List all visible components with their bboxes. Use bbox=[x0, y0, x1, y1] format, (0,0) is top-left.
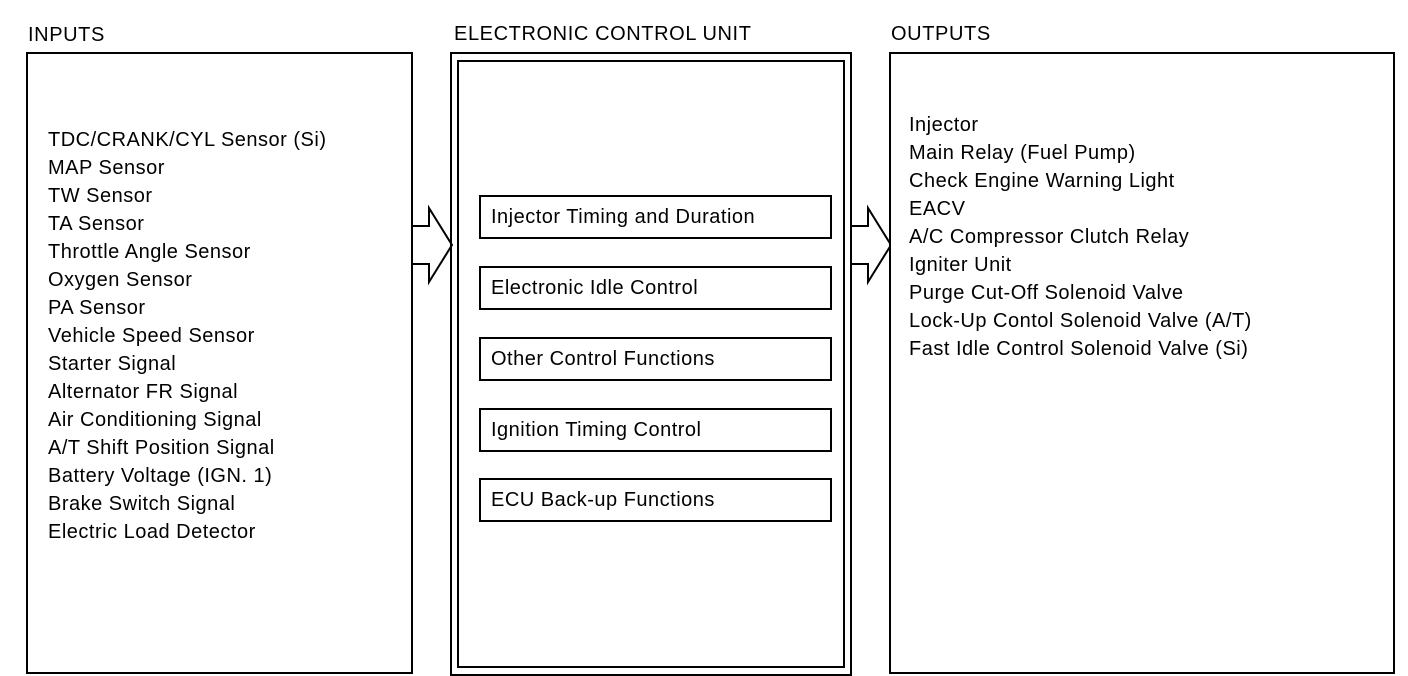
ecu-to-outputs-arrow-icon bbox=[850, 204, 893, 286]
output-item: Check Engine Warning Light bbox=[909, 170, 1175, 192]
input-item: TW Sensor bbox=[48, 185, 153, 207]
input-item: Electric Load Detector bbox=[48, 521, 256, 543]
input-item: MAP Sensor bbox=[48, 157, 165, 179]
outputs-heading: OUTPUTS bbox=[891, 23, 991, 45]
output-item: EACV bbox=[909, 198, 966, 220]
input-item: Battery Voltage (IGN. 1) bbox=[48, 465, 273, 487]
inputs-to-ecu-arrow-icon bbox=[411, 204, 454, 286]
ecu-function-box: ECU Back-up Functions bbox=[479, 478, 832, 522]
outputs-panel: Injector Main Relay (Fuel Pump) Check En… bbox=[889, 52, 1395, 674]
input-item: TA Sensor bbox=[48, 213, 145, 235]
output-item: Lock-Up Contol Solenoid Valve (A/T) bbox=[909, 310, 1252, 332]
input-item: Alternator FR Signal bbox=[48, 381, 239, 403]
input-item: TDC/CRANK/CYL Sensor (Si) bbox=[48, 129, 327, 151]
ecu-function-box: Other Control Functions bbox=[479, 337, 832, 381]
outputs-list: Injector Main Relay (Fuel Pump) Check En… bbox=[909, 111, 1252, 363]
ecu-heading: ELECTRONIC CONTROL UNIT bbox=[454, 23, 752, 45]
ecu-function-box: Ignition Timing Control bbox=[479, 408, 832, 452]
inputs-panel: TDC/CRANK/CYL Sensor (Si) MAP Sensor TW … bbox=[26, 52, 413, 674]
ecu-inner-frame: Injector Timing and Duration Electronic … bbox=[457, 60, 845, 668]
output-item: Fast Idle Control Solenoid Valve (Si) bbox=[909, 338, 1249, 360]
input-item: Air Conditioning Signal bbox=[48, 409, 262, 431]
inputs-list: TDC/CRANK/CYL Sensor (Si) MAP Sensor TW … bbox=[48, 126, 326, 546]
input-item: Starter Signal bbox=[48, 353, 177, 375]
output-item: Purge Cut-Off Solenoid Valve bbox=[909, 282, 1184, 304]
output-item: A/C Compressor Clutch Relay bbox=[909, 226, 1190, 248]
output-item: Main Relay (Fuel Pump) bbox=[909, 142, 1136, 164]
ecu-function-box: Electronic Idle Control bbox=[479, 266, 832, 310]
input-item: PA Sensor bbox=[48, 297, 146, 319]
input-item: Vehicle Speed Sensor bbox=[48, 325, 255, 347]
inputs-heading: INPUTS bbox=[28, 24, 105, 46]
input-item: Throttle Angle Sensor bbox=[48, 241, 251, 263]
output-item: Igniter Unit bbox=[909, 254, 1012, 276]
ecu-function-box: Injector Timing and Duration bbox=[479, 195, 832, 239]
ecu-panel: Injector Timing and Duration Electronic … bbox=[450, 52, 852, 676]
input-item: A/T Shift Position Signal bbox=[48, 437, 275, 459]
output-item: Injector bbox=[909, 114, 979, 136]
input-item: Oxygen Sensor bbox=[48, 269, 193, 291]
input-item: Brake Switch Signal bbox=[48, 493, 236, 515]
